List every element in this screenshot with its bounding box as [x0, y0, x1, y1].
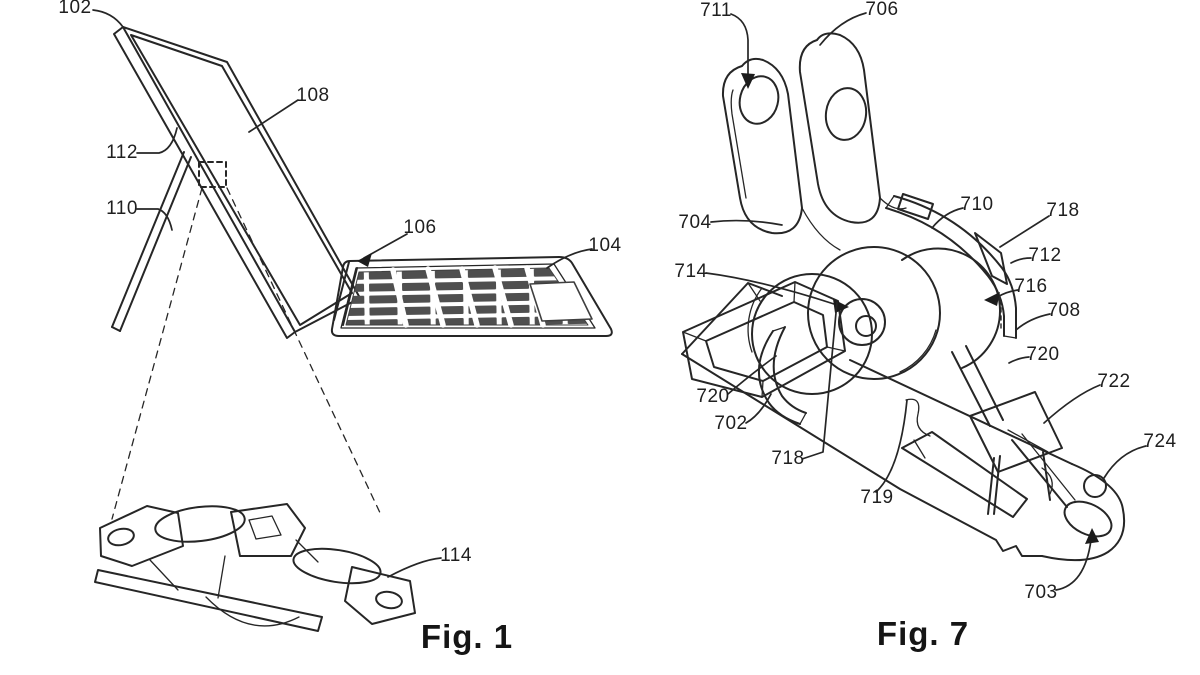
curved-retainer-drawing [758, 326, 807, 425]
ref-label-108: 108 [296, 85, 330, 106]
ref-label-710: 710 [960, 194, 994, 215]
bracket-frame-drawing [682, 281, 846, 398]
tablet-drawing [113, 26, 361, 339]
ref-label-704: 704 [678, 212, 712, 233]
ref-label-703: 703 [1024, 582, 1058, 603]
linkage-drawing [905, 345, 1107, 515]
ref-label-718-upper: 718 [1046, 200, 1080, 221]
ref-label-114: 114 [440, 545, 472, 566]
arm-711-drawing [721, 57, 803, 235]
ref-label-720-right: 720 [1026, 344, 1060, 365]
touchpad [529, 281, 593, 322]
fig7-line-art [681, 12, 1147, 591]
hinge-detail-drawing [94, 503, 416, 632]
fig1-caption: Fig. 1 [420, 618, 514, 655]
ref-label-104: 104 [588, 235, 622, 256]
arc-band-drawing [885, 193, 1017, 339]
ref-label-110: 110 [106, 198, 138, 219]
ref-label-106: 106 [403, 217, 437, 238]
ref-label-714: 714 [674, 261, 708, 282]
ref-label-722: 722 [1097, 371, 1131, 392]
ref-label-102: 102 [58, 0, 92, 18]
detail-callout [111, 161, 383, 520]
ref-label-716: 716 [1014, 276, 1048, 297]
ref-label-712: 712 [1028, 245, 1062, 266]
fig7-caption: Fig. 7 [876, 615, 970, 652]
roller-724 [1083, 474, 1107, 498]
ref-label-112: 112 [106, 142, 138, 163]
keyboard-drawing [330, 256, 613, 337]
ref-label-720-left: 720 [696, 386, 730, 407]
fig1-line-art [92, 9, 613, 632]
fig1-leader-lines [92, 9, 593, 578]
ref-label-724: 724 [1143, 431, 1177, 452]
kickstand-drawing [111, 151, 192, 332]
ref-label-702: 702 [714, 413, 748, 434]
ref-label-708: 708 [1047, 300, 1081, 321]
ref-label-706: 706 [865, 0, 899, 20]
fig7-leader-lines [705, 12, 1147, 591]
ref-label-719: 719 [860, 487, 894, 508]
ref-label-711: 711 [700, 0, 732, 21]
ref-label-718-lower: 718 [771, 448, 805, 469]
arm-706-drawing [798, 32, 907, 251]
